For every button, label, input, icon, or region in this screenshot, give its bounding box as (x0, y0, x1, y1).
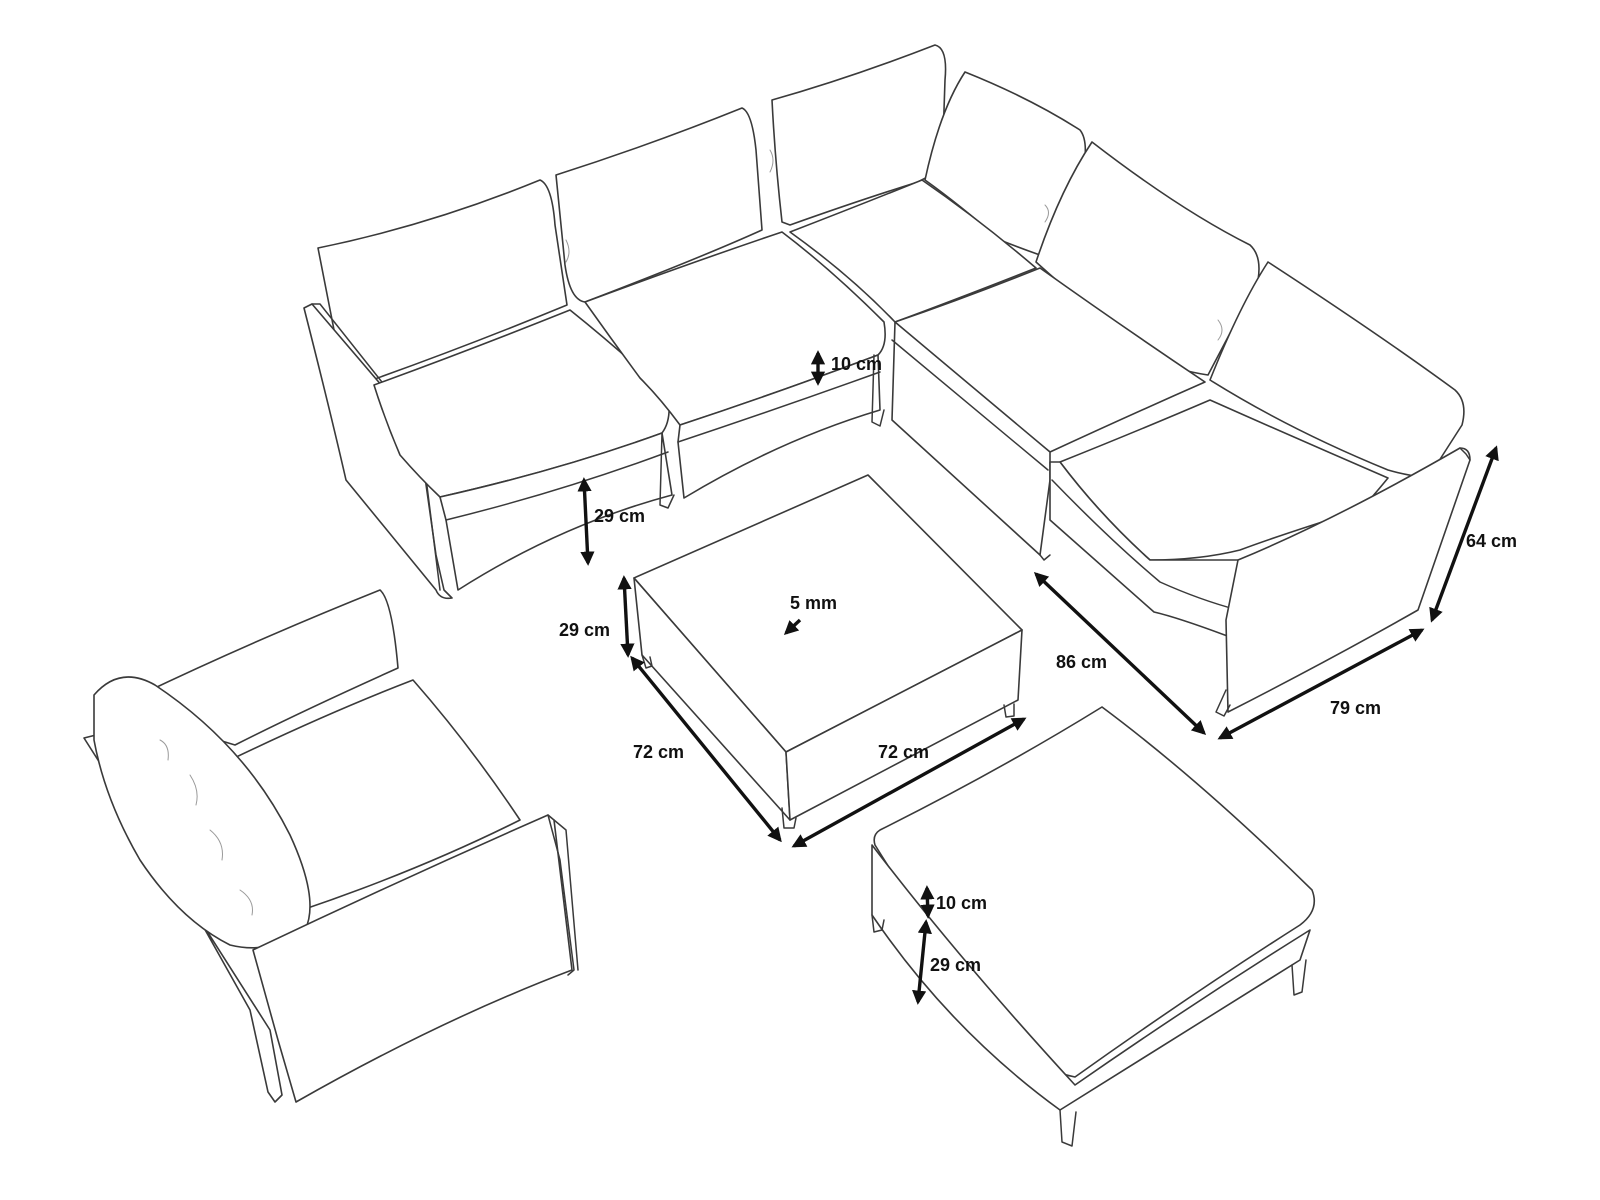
dim-label-module-height: 64 cm (1466, 531, 1517, 551)
dim-arrow-seat-height (577, 477, 595, 566)
dim-arrow-table-width (791, 717, 1027, 848)
ottoman-cushion-top (873, 706, 1316, 1078)
ottoman-base (871, 844, 1311, 1111)
dim-label-module-depth: 86 cm (1056, 652, 1107, 672)
dimensions: 10 cm 29 cm 29 cm 5 mm 72 cm 72 cm 86 cm… (559, 350, 1517, 1005)
dim-label-table-width: 72 cm (878, 742, 929, 762)
dim-label-ottoman-cushion: 10 cm (936, 893, 987, 913)
dim-label-table-glass: 5 mm (790, 593, 837, 613)
sectional-sofa (303, 44, 1471, 717)
coffee-table (633, 474, 1023, 829)
dim-arrow-table-depth (630, 655, 782, 843)
dim-label-table-depth: 72 cm (633, 742, 684, 762)
armchair-right-arm (252, 814, 573, 1103)
sofa-left-arm (303, 303, 453, 600)
dim-arrow-table-height (617, 575, 635, 658)
dim-label-seat-height: 29 cm (594, 506, 645, 526)
armchair (83, 589, 579, 1103)
dim-arrow-ottoman-height (912, 919, 932, 1005)
back-cushion-2 (555, 107, 763, 303)
dim-arrow-ottoman-cushion (920, 885, 935, 919)
corner-cushion-c (1209, 261, 1465, 479)
seat-base-1 (439, 432, 673, 591)
seat-cushion-3 (789, 179, 1037, 323)
ottoman (871, 706, 1316, 1147)
dim-label-module-width: 79 cm (1330, 698, 1381, 718)
corner-cushion-a (924, 71, 1087, 256)
seat-base-4 (891, 321, 1051, 556)
dim-arrow-module-depth (1033, 572, 1207, 735)
dim-arrow-table-glass (783, 618, 802, 635)
dim-arrow-module-height (1429, 445, 1499, 623)
dim-label-table-height: 29 cm (559, 620, 610, 640)
dim-arrow-module-width (1217, 628, 1425, 740)
dim-label-cushion-top: 10 cm (831, 354, 882, 374)
dim-label-ottoman-height: 29 cm (930, 955, 981, 975)
